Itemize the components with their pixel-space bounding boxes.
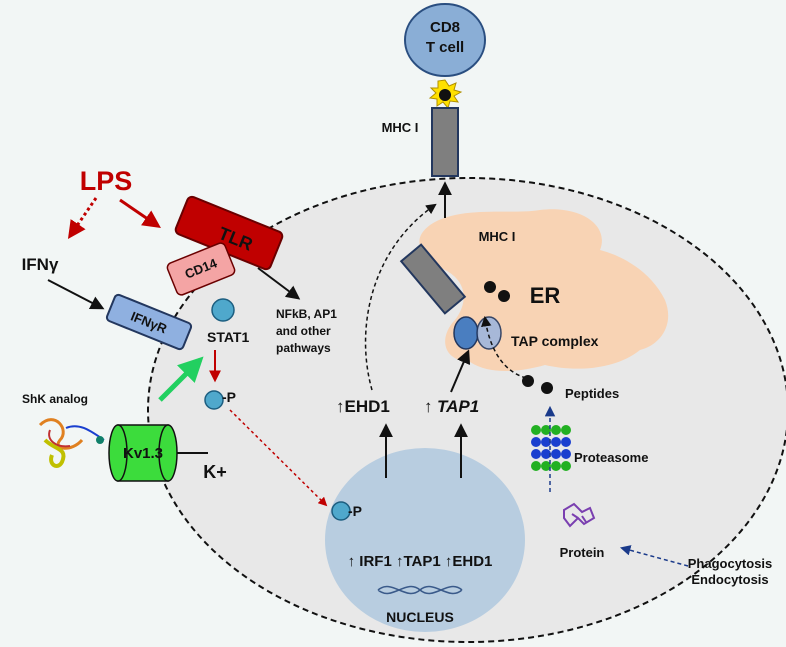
ehd1-up-label: ↑EHD1 bbox=[336, 397, 390, 416]
pathways-label-line2: and other bbox=[276, 324, 331, 338]
tap-complex-label: TAP complex bbox=[511, 333, 599, 349]
antigen-dot bbox=[439, 89, 451, 101]
endocytosis-label: Endocytosis bbox=[691, 572, 768, 587]
lps-label: LPS bbox=[80, 166, 133, 196]
nuclear-phospho-label: -P bbox=[348, 503, 362, 519]
pathways-label-line1: NFkB, AP1 bbox=[276, 307, 337, 321]
ifng-receptor bbox=[105, 293, 193, 351]
nucleus-genes-label: ↑ IRF1 ↑TAP1 ↑EHD1 bbox=[348, 553, 493, 570]
lps-to-tlr-arrow bbox=[119, 198, 161, 229]
er-peptide-1 bbox=[484, 281, 496, 293]
kv13-to-ifngr-arrow bbox=[158, 356, 204, 402]
uptake-arrow bbox=[619, 545, 689, 567]
stat1-icon bbox=[211, 298, 235, 322]
shk-analog-molecule-icon bbox=[38, 418, 105, 468]
mhc-i-er-label: MHC I bbox=[479, 229, 516, 244]
stat1-label: STAT1 bbox=[207, 329, 249, 345]
nuclear-stat1-icon bbox=[331, 501, 351, 521]
cd8-t-cell bbox=[404, 3, 486, 77]
cd8-label-line1: CD8 bbox=[430, 19, 460, 36]
protein-icon bbox=[563, 502, 596, 528]
tap-subunit-2 bbox=[476, 316, 502, 350]
er-label: ER bbox=[530, 283, 561, 308]
cd8-label-line2: T cell bbox=[426, 39, 464, 56]
pstat1-to-nucleus-arrow bbox=[229, 409, 328, 507]
kv13-label: Kv1.3 bbox=[123, 445, 163, 462]
ifng-label: IFNγ bbox=[22, 255, 59, 274]
lps-to-ifng-arrow bbox=[67, 197, 98, 239]
mhc-i-surface-label: MHC I bbox=[382, 120, 419, 135]
nucleus-label: NUCLEUS bbox=[386, 609, 454, 625]
er-peptide-2 bbox=[498, 290, 510, 302]
nucleus bbox=[325, 448, 525, 632]
mhc-i-surface bbox=[431, 107, 459, 177]
dna-icon bbox=[377, 585, 463, 595]
ifng-to-receptor-arrow bbox=[47, 279, 105, 310]
proteasome-label: Proteasome bbox=[574, 450, 648, 465]
protein-label: Protein bbox=[560, 545, 605, 560]
peptides-label: Peptides bbox=[565, 386, 619, 401]
tap1-up-label: TAP1 bbox=[437, 397, 479, 416]
tlr-to-pathways-arrow bbox=[257, 267, 301, 300]
kv13-channel bbox=[108, 424, 178, 482]
cyto-peptide-1 bbox=[522, 375, 534, 387]
tap1-to-tap-complex-arrow bbox=[450, 349, 471, 393]
phagocytosis-label: Phagocytosis bbox=[688, 556, 773, 571]
tap1-up-arrow-glyph: ↑ bbox=[424, 397, 433, 416]
mhc-i-er bbox=[399, 243, 467, 315]
phospho-label: -P bbox=[222, 389, 236, 405]
proteasome-icon bbox=[531, 425, 571, 471]
phospho-stat1-icon bbox=[204, 390, 224, 410]
cd14-receptor bbox=[166, 242, 236, 296]
cyto-peptide-2 bbox=[541, 382, 553, 394]
pathways-label-line3: pathways bbox=[276, 341, 331, 355]
shk-analog-label: ShK analog bbox=[22, 392, 88, 406]
ehd1-to-mhc-arrow bbox=[364, 203, 437, 391]
potassium-label: K+ bbox=[203, 462, 227, 482]
tap-subunit-1 bbox=[453, 316, 479, 350]
